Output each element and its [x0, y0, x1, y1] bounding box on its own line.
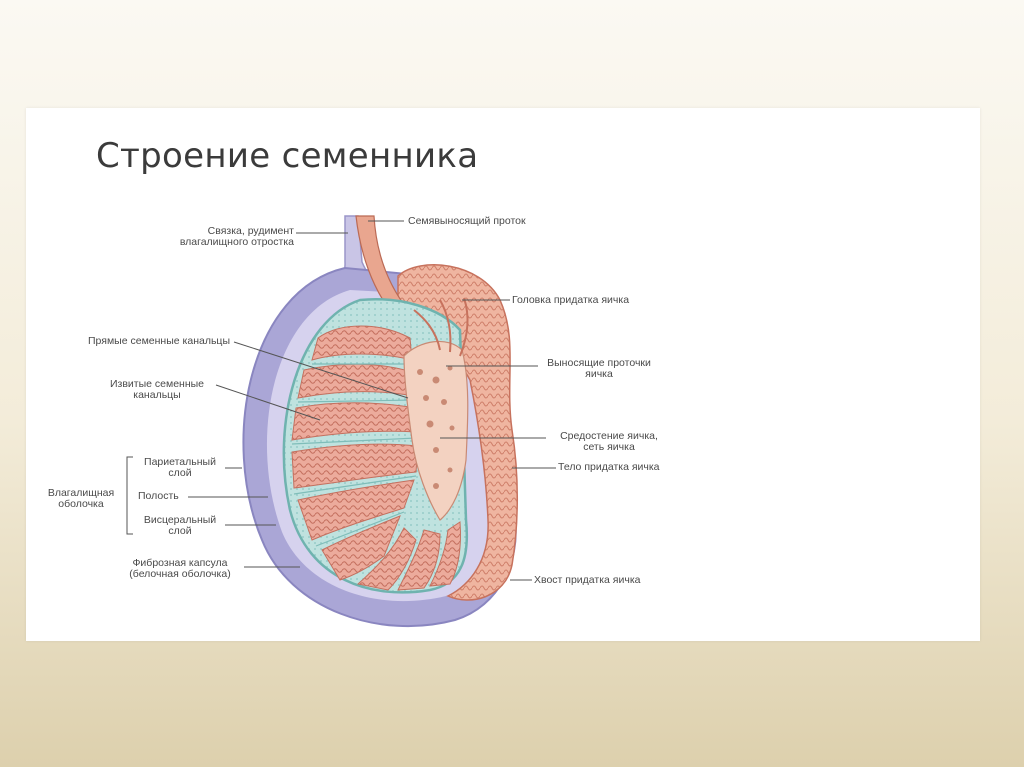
label-epididymis-head: Головка придатка яичка — [512, 294, 630, 306]
lobule-8 — [397, 529, 441, 591]
label-convoluted-line1: Извитые семенные — [109, 378, 205, 390]
label-parietal-line2: слой — [168, 467, 192, 479]
label-straight-tubules: Прямые семенные канальцы — [88, 335, 230, 347]
label-ligament-line1: Связка, рудимент — [207, 225, 294, 237]
label-vaginal-line2: оболочка — [58, 498, 104, 510]
label-efferent-ductules: Выносящие проточки яичка — [534, 358, 664, 380]
lobule-6 — [321, 515, 401, 581]
label-cavity: Полость — [138, 490, 179, 502]
lobule-7 — [356, 527, 417, 591]
label-capsule-line1: Фиброзная капсула — [132, 557, 228, 569]
label-mediastinum-line2: сеть яичка — [583, 441, 635, 453]
septa — [291, 363, 417, 547]
lobule-9 — [429, 521, 461, 587]
label-visceral-line1: Висцеральный — [143, 514, 217, 526]
rete-network — [417, 365, 455, 489]
label-tunica-vaginalis: Влагалищная оболочка — [34, 488, 128, 510]
label-parietal-line1: Париетальный — [144, 456, 216, 468]
label-capsule-line2: (белочная оболочка) — [129, 568, 231, 580]
label-epididymis-body: Тело придатка яичка — [558, 461, 660, 473]
label-mediastinum: Средостение яичка, сеть яичка — [544, 431, 674, 453]
leader-lines — [126, 220, 556, 581]
label-epididymis-tail: Хвост придатка яичка — [534, 574, 641, 586]
slide-title: Строение семенника — [96, 136, 479, 176]
mediastinum-rete-testis — [403, 340, 469, 521]
epididymis — [397, 264, 518, 601]
label-vaginal-line1: Влагалищная — [47, 487, 115, 499]
label-mediastinum-line1: Средостение яичка, — [560, 430, 658, 442]
label-fibrous-capsule: Фиброзная капсула (белочная оболочка) — [112, 558, 248, 580]
label-efferent-line1: Выносящие проточки — [547, 357, 651, 369]
label-parietal-layer: Париетальный слой — [130, 457, 230, 479]
label-ligament-line2: влагалищного отростка — [179, 236, 294, 248]
label-ligament: Связка, рудимент влагалищного отростка — [118, 226, 294, 248]
lobule-4 — [291, 443, 419, 489]
label-visceral-layer: Висцеральный слой — [130, 515, 230, 537]
label-visceral-line2: слой — [168, 525, 192, 537]
lobule-5 — [297, 479, 415, 541]
efferent-ductules — [413, 297, 469, 357]
label-convoluted-tubules: Извитые семенные канальцы — [82, 379, 232, 401]
label-convoluted-line2: канальцы — [133, 389, 181, 401]
label-vas-deferens: Семявыносящий проток — [408, 215, 526, 227]
label-efferent-line2: яичка — [585, 368, 613, 380]
